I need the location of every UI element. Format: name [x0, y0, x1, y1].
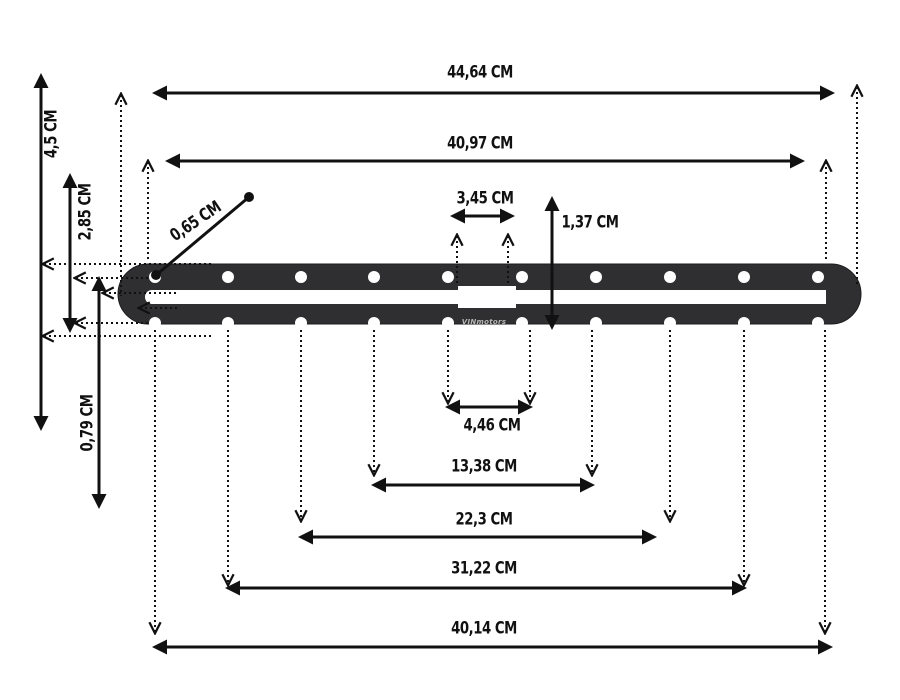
- label-center-slot-width: 3,45 CM: [456, 188, 514, 209]
- label-hole-offset: 0,79 CM: [77, 394, 98, 452]
- label-span-4: 31,22 CM: [451, 558, 517, 579]
- radius-dot: [244, 192, 254, 202]
- mount-hole: [368, 271, 380, 283]
- radius-leader: [154, 195, 250, 278]
- mount-hole: [442, 317, 454, 329]
- label-span-3: 22,3 CM: [455, 509, 513, 530]
- mount-hole: [149, 317, 161, 329]
- mount-hole: [738, 271, 750, 283]
- label-slot-height: 2,85 CM: [75, 183, 96, 241]
- label-total-length: 44,64 CM: [447, 62, 513, 83]
- mount-hole: [368, 317, 380, 329]
- mount-hole: [590, 317, 602, 329]
- mount-hole: [516, 317, 528, 329]
- label-center-slot-height: 1,37 CM: [561, 212, 619, 233]
- mount-hole: [516, 271, 528, 283]
- extension-lines: [44, 87, 857, 632]
- top-hole-row: [149, 271, 824, 283]
- long-slot: [152, 286, 826, 308]
- label-span-1: 4,46 CM: [463, 415, 521, 436]
- mount-hole: [738, 317, 750, 329]
- mount-hole: [664, 317, 676, 329]
- mount-hole: [442, 271, 454, 283]
- radius-dot: [151, 270, 161, 280]
- brand-text: VINmotors: [461, 318, 507, 326]
- mount-hole: [812, 271, 824, 283]
- bottom-hole-row: [149, 317, 824, 329]
- dimension-arrows: [33, 73, 835, 655]
- mount-hole: [812, 317, 824, 329]
- mount-hole: [295, 271, 307, 283]
- label-span-5: 40,14 CM: [451, 618, 517, 639]
- label-span-2: 13,38 CM: [451, 456, 517, 477]
- mount-hole: [295, 317, 307, 329]
- mount-hole: [664, 271, 676, 283]
- mount-hole: [222, 271, 234, 283]
- label-slot-length: 40,97 CM: [447, 133, 513, 154]
- label-total-height: 4,5 CM: [41, 109, 62, 159]
- mount-hole: [222, 317, 234, 329]
- mount-hole: [590, 271, 602, 283]
